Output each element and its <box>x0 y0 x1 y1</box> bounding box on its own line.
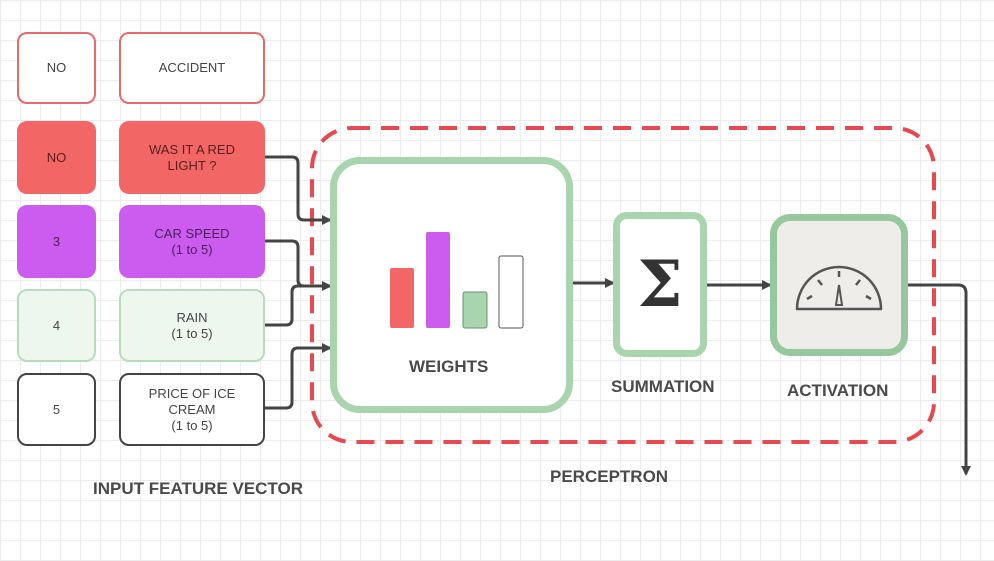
sigma-icon: Σ <box>637 247 683 322</box>
output-value-box: NO <box>17 32 96 104</box>
perceptron-label: PERCEPTRON <box>550 467 669 486</box>
weight-bar-red <box>390 268 414 328</box>
feature-value-rain: 4 <box>17 289 96 362</box>
summation-node: Σ <box>613 212 707 357</box>
feature-value-ice-cream: 5 <box>17 373 96 446</box>
weight-bar-green <box>462 291 488 329</box>
weights-node: WEIGHTS <box>330 157 573 413</box>
activation-node <box>770 214 908 356</box>
output-label-box: ACCIDENT <box>119 32 265 104</box>
activation-label: ACTIVATION <box>787 381 889 400</box>
arrow-activation-output <box>905 283 971 476</box>
gauge-icon <box>795 265 883 311</box>
feature-label-red-light: WAS IT A RED LIGHT ? <box>119 121 265 194</box>
summation-label: SUMMATION <box>611 377 715 396</box>
arrow-car-speed-to-weights <box>264 239 332 291</box>
weight-bar-white <box>498 255 524 329</box>
arrow-rain-to-weights <box>264 284 330 327</box>
arrow-ice-cream-to-weights <box>264 343 332 410</box>
input-feature-vector-label: INPUT FEATURE VECTOR <box>93 479 303 498</box>
feature-value-car-speed: 3 <box>17 205 96 278</box>
feature-value-red-light: NO <box>17 121 96 194</box>
arrow-red-light-to-weights <box>264 155 332 225</box>
feature-label-ice-cream: PRICE OF ICE CREAM (1 to 5) <box>119 373 265 446</box>
weight-bar-purple <box>426 232 450 328</box>
feature-label-rain: RAIN (1 to 5) <box>119 289 265 362</box>
feature-label-car-speed: CAR SPEED (1 to 5) <box>119 205 265 278</box>
weights-label: WEIGHTS <box>409 357 489 376</box>
perceptron-boundary <box>310 126 936 444</box>
bar-chart-icon <box>390 232 524 329</box>
